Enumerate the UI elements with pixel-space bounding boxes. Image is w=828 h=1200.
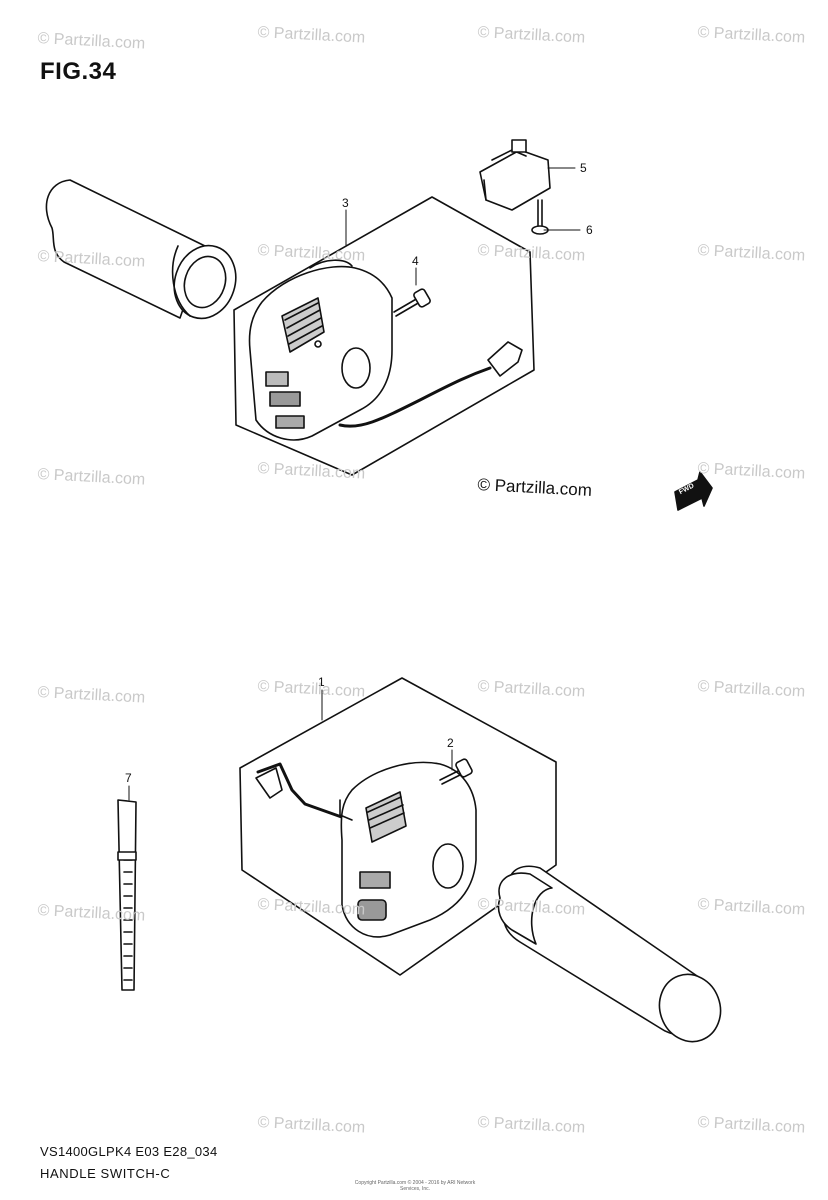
diagram-code: VS1400GLPK4 E03 E28_034	[40, 1144, 218, 1159]
left-handle-switch	[248, 259, 393, 441]
forward-direction-badge	[674, 471, 713, 511]
figure-title: FIG.34	[40, 58, 117, 85]
callout-7: 7	[125, 771, 132, 785]
fine-copyright: Copyright Partzilla.com © 2004 - 2016 by…	[354, 1180, 476, 1192]
left-handlebar-grip	[45, 179, 237, 320]
callout-1: 1	[318, 675, 325, 689]
left-switch-assembly-box	[233, 196, 535, 476]
right-switch-assembly-box	[239, 677, 557, 976]
right-switch-screw	[439, 758, 473, 785]
cable-tie-part-7	[117, 799, 137, 991]
leader-lines	[128, 167, 581, 801]
right-throttle-grip	[497, 865, 722, 1043]
right-handle-switch	[255, 761, 477, 938]
bracket-part-5	[479, 139, 551, 211]
diagram-name: HANDLE SWITCH-C	[40, 1166, 171, 1181]
callout-6: 6	[586, 223, 593, 237]
left-switch-wire	[338, 341, 523, 428]
screw-part-6	[531, 199, 549, 235]
callout-3: 3	[342, 196, 349, 210]
callout-5: 5	[580, 161, 587, 175]
callout-4: 4	[412, 254, 419, 268]
left-switch-screw	[393, 288, 431, 317]
callout-2: 2	[447, 736, 454, 750]
